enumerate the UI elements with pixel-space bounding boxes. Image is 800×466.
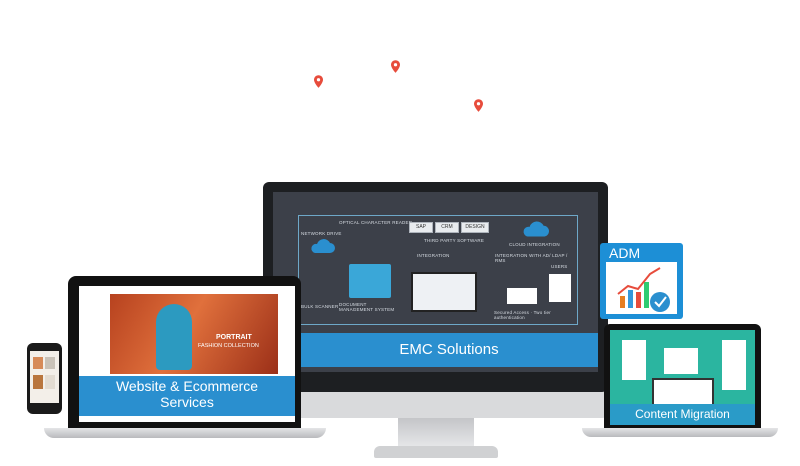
adm-label: ADM [609, 245, 641, 261]
report-icon [664, 348, 698, 374]
map-pin-icon [474, 99, 483, 112]
product-thumbnail [45, 357, 55, 369]
secure-label: Secured Access · Two tier authentication [494, 310, 551, 320]
users-grid-icon [549, 274, 571, 302]
dashboard-thumbnail [652, 378, 714, 406]
adm-chart [606, 262, 677, 314]
form-thumbnail [507, 288, 537, 304]
hero-subtitle: FASHION COLLECTION [198, 343, 259, 349]
network-drive-label: NETWORK DRIVE [301, 231, 342, 236]
document-icon [722, 340, 746, 390]
product-thumbnail [45, 375, 55, 389]
scanner-label: BULK SCANNER [301, 304, 339, 309]
website-ecommerce-band: Website & Ecommerce Services [79, 376, 295, 416]
emc-solutions-band: EMC Solutions [300, 333, 598, 367]
sap-button: SAP [409, 222, 433, 233]
crm-button: CRM [435, 222, 459, 233]
phone-screen [30, 351, 59, 403]
third-party-label: THIRD PARTY SOFTWARE [424, 238, 485, 243]
cloud-icon [523, 221, 549, 237]
growth-chart-icon [617, 267, 670, 312]
model-figure [156, 304, 192, 370]
monitor-chin [263, 392, 608, 418]
ocr-label: OPTICAL CHARACTER READER [339, 220, 413, 225]
cloud-icon [311, 239, 335, 253]
band-line1: Website & Ecommerce [115, 378, 259, 394]
design-button: DESIGN [461, 222, 489, 233]
ldap-label: INTEGRATION WITH AD/ LDAP / RMS [495, 253, 568, 263]
map-pin-icon [391, 60, 400, 73]
laptop-base [582, 428, 778, 437]
content-migration-band: Content Migration [610, 404, 755, 425]
app-grid-icon [349, 264, 391, 298]
hero-title: PORTRAIT [216, 334, 252, 341]
dashboard-thumbnail [411, 272, 477, 312]
monitor-base [374, 446, 498, 458]
cloud-label: CLOUD INTEGRATION [509, 242, 560, 247]
emc-diagram: OPTICAL CHARACTER READER NETWORK DRIVE S… [298, 215, 578, 325]
product-thumbnail [33, 357, 43, 369]
users-label: USERS [551, 264, 568, 269]
dms-label: DOCUMENT MANAGEMENT SYSTEM [339, 302, 395, 312]
monitor-stand [398, 418, 474, 448]
hero-image: PORTRAIT FASHION COLLECTION [110, 294, 278, 374]
document-icon [622, 340, 646, 380]
integration-label: INTEGRATION [417, 253, 450, 258]
laptop-base [44, 428, 326, 438]
map-pin-icon [314, 75, 323, 88]
product-thumbnail [33, 375, 43, 389]
band-line2: Services [160, 394, 214, 410]
